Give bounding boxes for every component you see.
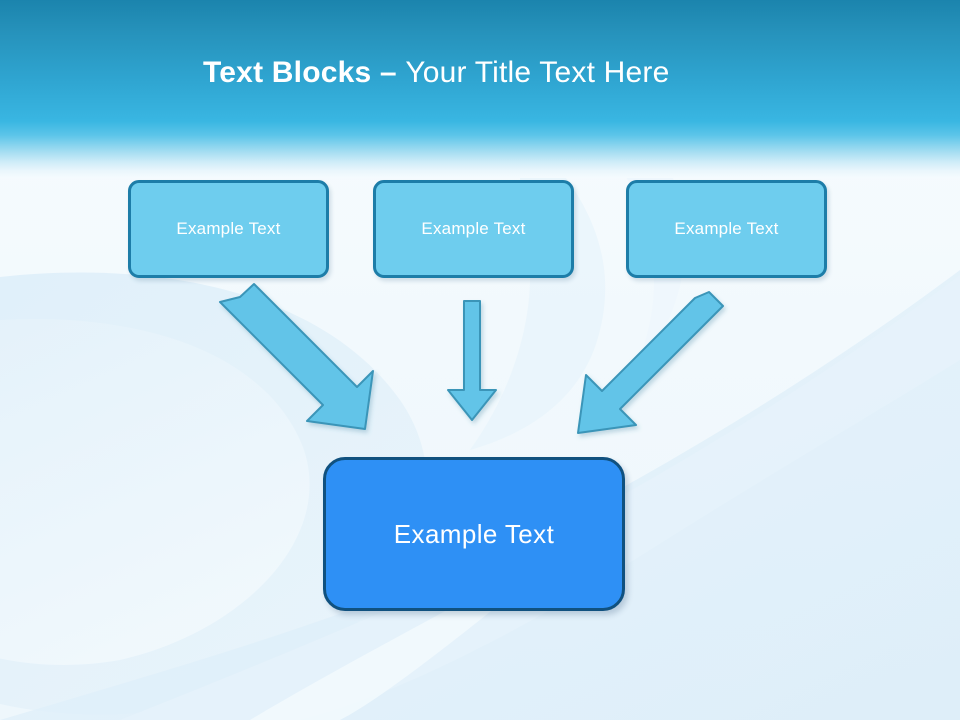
top-text-box-2-label: Example Text bbox=[421, 219, 526, 238]
top-text-box-1[interactable]: Example Text bbox=[128, 180, 329, 278]
top-text-box-3-label: Example Text bbox=[674, 219, 779, 238]
title-bold-part: Text Blocks – bbox=[203, 56, 406, 89]
title-banner bbox=[0, 0, 960, 178]
arrow-right bbox=[577, 291, 724, 434]
bottom-text-box-label: Example Text bbox=[393, 518, 555, 549]
top-text-box-3[interactable]: Example Text bbox=[626, 180, 827, 278]
title-light-part: Your Title Text Here bbox=[405, 56, 670, 89]
arrow-middle bbox=[447, 300, 497, 421]
page-title: Text Blocks – Your Title Text Here bbox=[203, 54, 669, 92]
top-text-box-2[interactable]: Example Text bbox=[373, 180, 574, 278]
top-text-box-1-label: Example Text bbox=[176, 219, 281, 238]
arrow-left bbox=[219, 283, 374, 430]
bottom-text-box[interactable]: Example Text bbox=[323, 457, 625, 611]
